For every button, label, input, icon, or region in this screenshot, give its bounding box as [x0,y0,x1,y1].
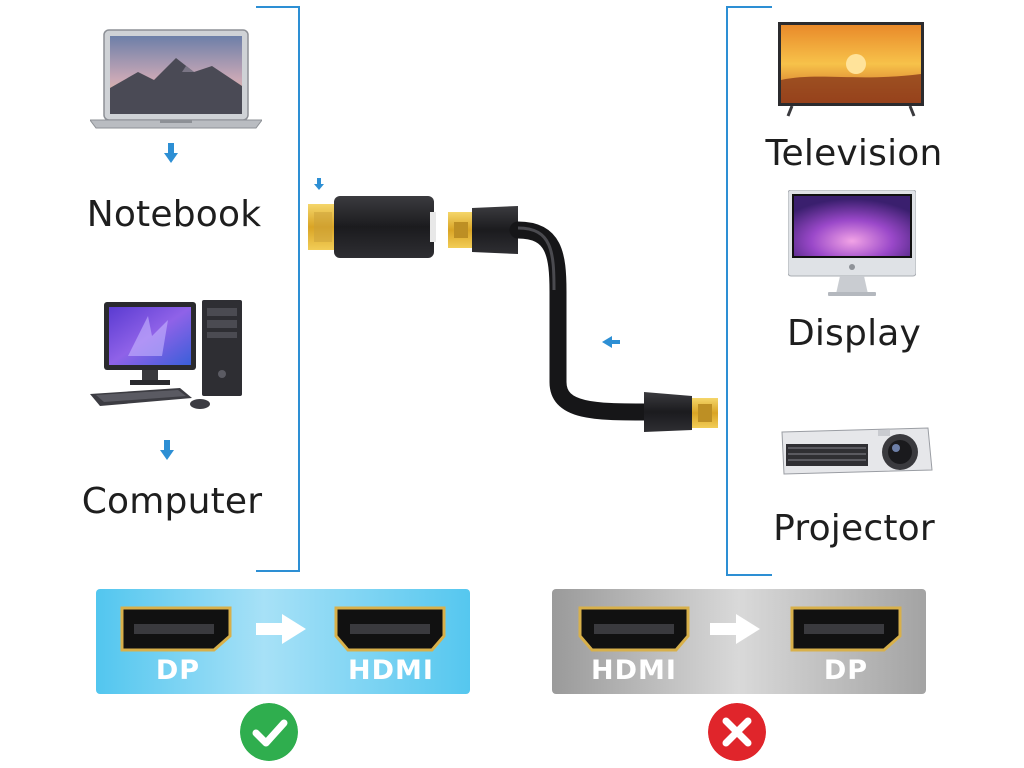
television-icon [778,22,924,117]
arrow-down-icon [160,440,174,460]
source-bracket [256,6,300,572]
target-label-display: Display [786,313,922,354]
format-label-hdmi: HDMI [348,655,434,686]
format-label-dp: DP [823,655,869,686]
laptop-icon [90,29,262,129]
hdmi-port-icon [334,606,446,652]
arrow-right-icon [710,614,760,644]
displayport-port-icon [120,606,232,652]
arrow-down-icon [164,143,178,163]
target-label-television: Television [765,133,943,174]
projector-icon [781,427,933,475]
displayport-port-icon [790,606,902,652]
cross-icon [708,703,766,761]
source-label-notebook: Notebook [86,194,262,235]
arrow-right-icon [256,614,306,644]
format-label-hdmi: HDMI [591,655,677,686]
target-label-projector: Projector [773,508,935,549]
source-label-computer: Computer [81,481,263,522]
target-bracket [726,6,772,576]
monitor-icon [788,190,916,296]
adapter-cable-illustration [308,178,718,432]
hdmi-port-icon [578,606,690,652]
arrow-left-icon [602,336,620,348]
format-label-dp: DP [155,655,201,686]
desktop-computer-icon [90,300,242,409]
check-icon [240,703,298,761]
arrow-down-icon [314,178,324,190]
